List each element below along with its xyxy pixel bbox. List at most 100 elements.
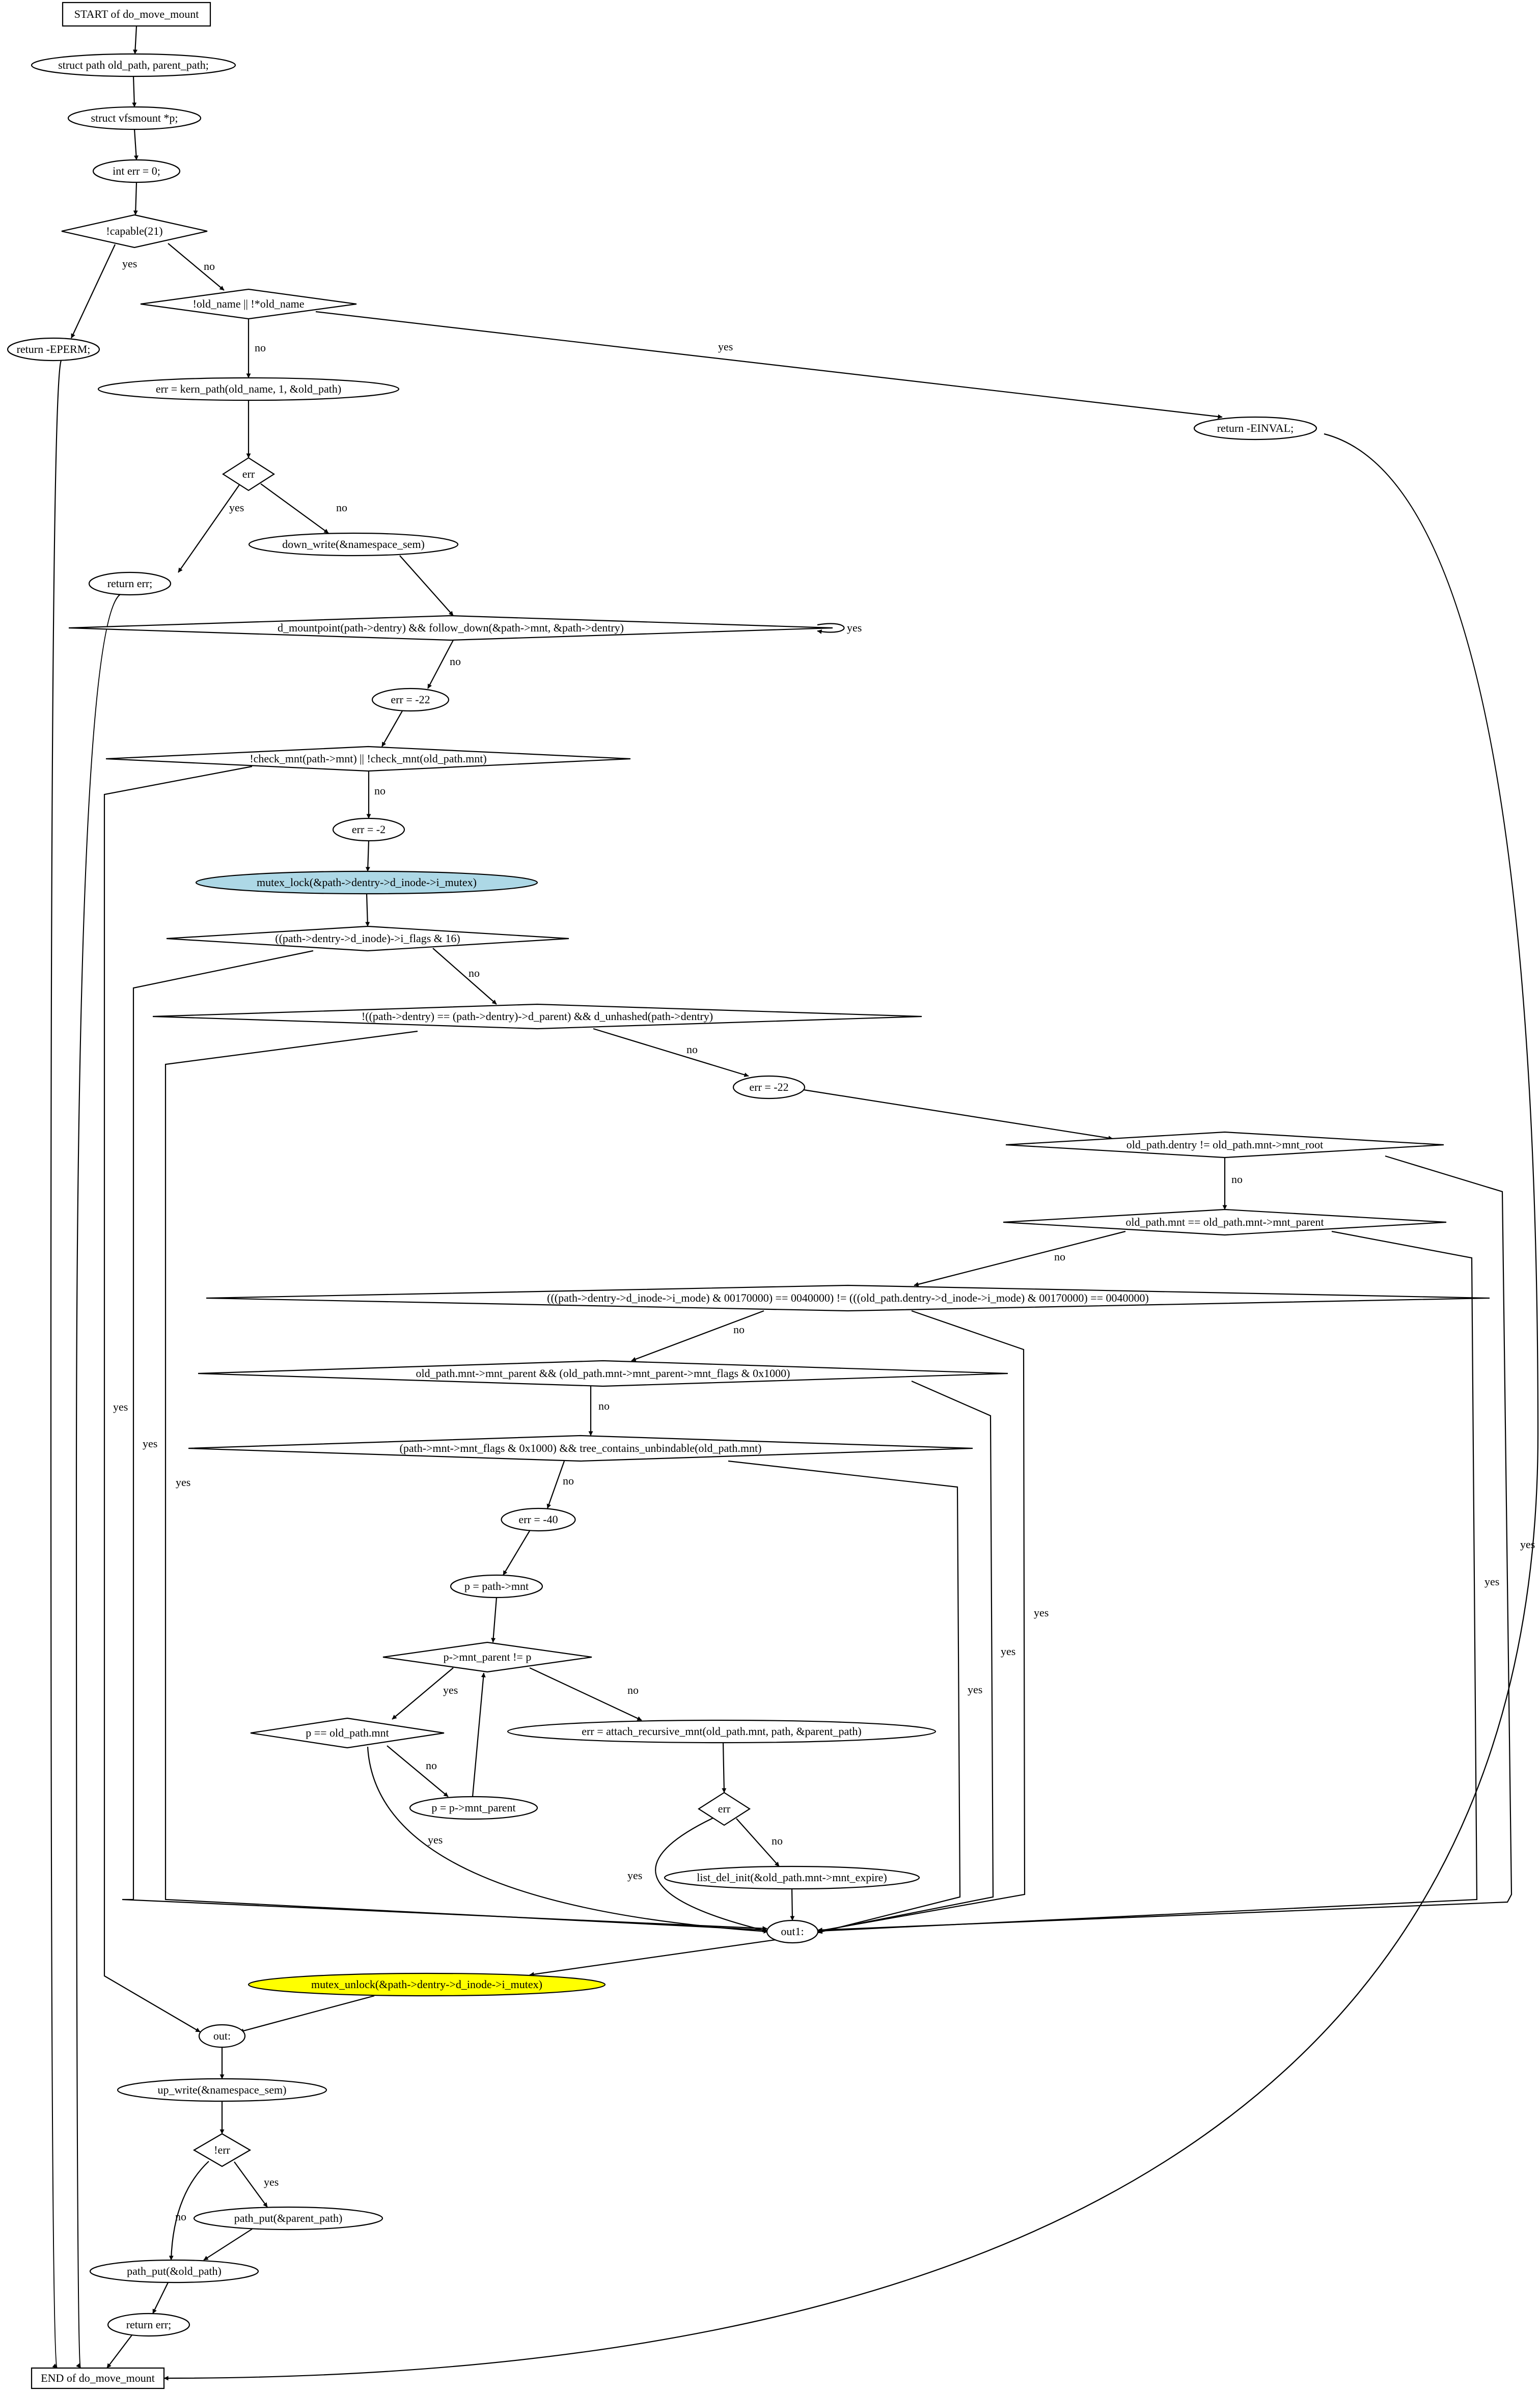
ellipse-shape xyxy=(507,1719,937,1744)
diamond-shape xyxy=(206,1284,1490,1312)
edge-label: yes xyxy=(443,1684,458,1696)
ellipse-shape xyxy=(107,2313,190,2337)
edge-n6-to-d5 xyxy=(381,710,403,747)
edge-d10-to-d11 xyxy=(631,1310,764,1362)
node-label: !err xyxy=(214,2143,230,2156)
edge-d5-to-out xyxy=(103,765,253,2032)
edge-n8-to-d6 xyxy=(365,893,370,927)
edge-label: yes xyxy=(176,1476,190,1489)
ellipse-shape xyxy=(409,1796,538,1820)
ellipse-shape xyxy=(67,106,202,130)
edge-label: yes xyxy=(143,1437,157,1450)
node-label: list_del_init(&old_path.mnt->mnt_expire) xyxy=(697,1871,887,1884)
node-n17: path_put(&parent_path) xyxy=(193,2206,383,2231)
edge-d12-to-out1 xyxy=(728,1460,961,1934)
node-n8: mutex_lock(&path->dentry->d_inode->i_mut… xyxy=(195,870,538,895)
diamond-shape xyxy=(250,1717,445,1749)
edge-d2-to-r2 xyxy=(315,311,1223,419)
node-d8: old_path.dentry != old_path.mnt->mnt_roo… xyxy=(1005,1131,1444,1159)
edge-d3-to-r3 xyxy=(178,484,240,573)
diamond-shape xyxy=(152,1003,922,1030)
ellipse-shape xyxy=(501,1507,576,1532)
node-label: down_write(&namespace_sem) xyxy=(282,538,425,551)
edge-d6-to-out1 xyxy=(122,950,767,1931)
edge-label: yes xyxy=(1484,1575,1499,1588)
edge-d11-to-out1 xyxy=(817,1380,994,1933)
node-n13: err = attach_recursive_mnt(old_path.mnt,… xyxy=(507,1719,937,1744)
node-label: err xyxy=(718,1802,731,1815)
edge-label: no xyxy=(204,260,215,272)
node-label: err = attach_recursive_mnt(old_path.mnt,… xyxy=(582,1725,861,1738)
node-label: (path->mnt->mnt_flags & 0x1000) && tree_… xyxy=(400,1442,762,1454)
node-label: (((path->dentry->d_inode->i_mode) & 0017… xyxy=(547,1291,1149,1304)
edge-d1-to-d2 xyxy=(168,243,225,291)
edge-label: yes xyxy=(968,1683,982,1696)
node-end: END of do_move_mount xyxy=(31,2367,165,2389)
ellipse-shape xyxy=(117,2078,327,2102)
ellipse-shape xyxy=(89,2259,259,2284)
edge-n11-to-d13 xyxy=(491,1597,498,1643)
node-n10: err = -40 xyxy=(501,1507,576,1532)
edge-n17-to-n18 xyxy=(203,2229,253,2261)
node-n14: list_del_init(&old_path.mnt->mnt_expire) xyxy=(664,1865,920,1890)
node-label: return err; xyxy=(107,577,153,590)
node-label: ((path->dentry->d_inode)->i_flags & 16) xyxy=(275,932,460,945)
node-d14: p == old_path.mnt xyxy=(250,1717,445,1749)
edge-d13-to-d14 xyxy=(392,1667,454,1720)
node-n4: err = kern_path(old_name, 1, &old_path) xyxy=(97,377,400,401)
edge-d10-to-out1 xyxy=(817,1310,1026,1933)
edge-d4-to-n6 xyxy=(427,640,454,689)
node-start: START of do_move_mount xyxy=(62,2,211,27)
diamond-shape xyxy=(382,1641,592,1673)
node-n7: err = -2 xyxy=(332,817,405,842)
edge-n2-to-n3 xyxy=(133,129,139,160)
edge-label: no xyxy=(336,501,347,514)
diamond-shape xyxy=(222,457,276,491)
edge-r3-to-end xyxy=(75,593,122,2369)
diamond-shape xyxy=(1003,1208,1447,1236)
edge-d9-to-out1 xyxy=(817,1230,1478,1934)
ellipse-shape xyxy=(92,159,181,183)
node-label: !((path->dentry) == (path->dentry)->d_pa… xyxy=(362,1010,713,1023)
node-r2: return -EINVAL; xyxy=(1193,416,1317,441)
node-label: START of do_move_mount xyxy=(74,8,199,20)
edge-n7-to-n8 xyxy=(365,840,370,872)
node-d4: d_mountpoint(path->dentry) && follow_dow… xyxy=(68,615,833,641)
edge-label: yes xyxy=(122,257,137,270)
ellipse-shape xyxy=(7,337,100,362)
node-label: old_path.mnt == old_path.mnt->mnt_parent xyxy=(1125,1216,1324,1228)
diamond-shape xyxy=(140,288,357,320)
node-label: out: xyxy=(213,2029,231,2042)
edge-d16-to-n18 xyxy=(169,2161,209,2261)
node-label: old_path.mnt->mnt_parent && (old_path.mn… xyxy=(416,1367,790,1380)
edge-r1-to-end xyxy=(50,360,62,2369)
edge-n3-to-d1 xyxy=(133,182,138,215)
node-r4: return err; xyxy=(107,2313,190,2337)
node-n16: up_write(&namespace_sem) xyxy=(117,2078,327,2102)
node-d11: old_path.mnt->mnt_parent && (old_path.mn… xyxy=(198,1360,1008,1387)
node-d13: p->mnt_parent != p xyxy=(382,1641,592,1673)
edge-d7-to-out1 xyxy=(164,1030,767,1933)
edge-label: yes xyxy=(428,1833,443,1846)
diamond-shape xyxy=(1005,1131,1444,1159)
node-d6: ((path->dentry->d_inode)->i_flags & 16) xyxy=(166,925,569,952)
edge-d8-to-out1 xyxy=(817,1155,1513,1933)
node-label: path_put(&parent_path) xyxy=(234,2212,343,2224)
ellipse-shape xyxy=(332,817,405,842)
edge-n9-to-d8 xyxy=(803,1089,1113,1141)
node-label: p == old_path.mnt xyxy=(306,1726,389,1739)
edge-d9-to-d10 xyxy=(914,1230,1126,1287)
node-label: out1: xyxy=(781,1925,804,1938)
edge-start-to-n1 xyxy=(132,25,138,54)
diamond-shape xyxy=(166,925,569,952)
edge-label: yes xyxy=(1520,1538,1535,1551)
ellipse-shape xyxy=(198,2024,246,2048)
node-d5: !check_mnt(path->mnt) || !check_mnt(old_… xyxy=(105,746,631,772)
node-label: mutex_unlock(&path->dentry->d_inode->i_m… xyxy=(311,1978,542,1991)
node-label: path_put(&old_path) xyxy=(127,2265,222,2277)
node-n2: struct vfsmount *p; xyxy=(67,106,202,130)
node-d15: err xyxy=(697,1792,751,1826)
edge-label: yes xyxy=(264,2176,279,2188)
node-label: p = p->mnt_parent xyxy=(431,1801,515,1814)
edge-d15-to-out1 xyxy=(655,1818,767,1933)
